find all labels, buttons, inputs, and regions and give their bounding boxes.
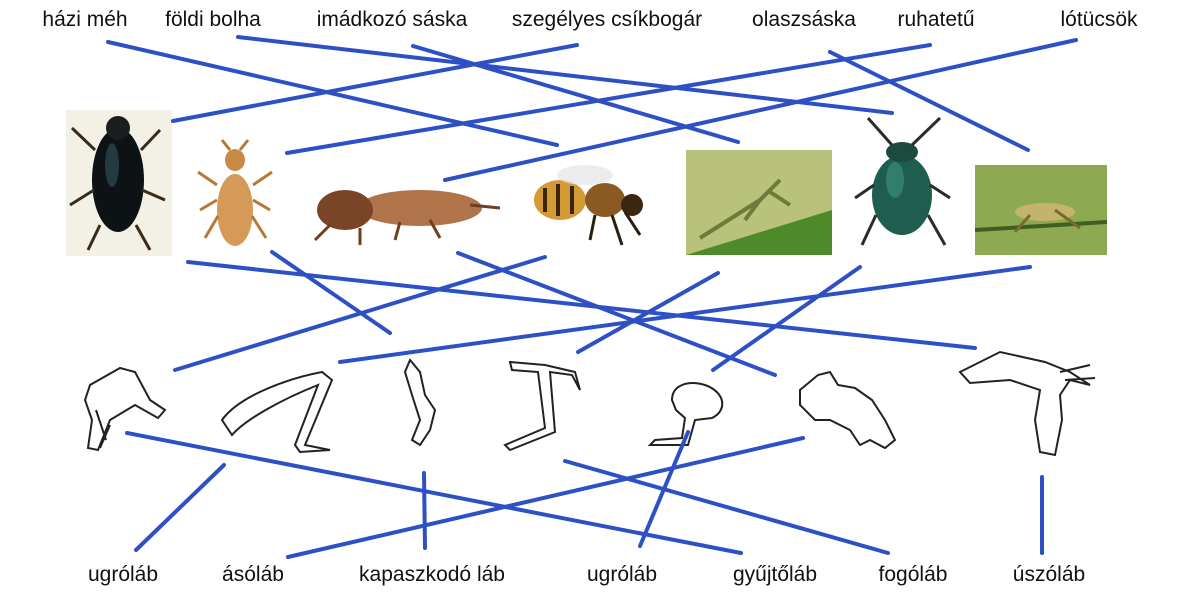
leg-type-7: úszóláb bbox=[1013, 564, 1085, 585]
match-line bbox=[713, 267, 860, 370]
match-line bbox=[830, 52, 1028, 150]
leg-type-3: kapaszkodó láb bbox=[359, 564, 505, 585]
match-line bbox=[127, 433, 741, 553]
match-line bbox=[424, 473, 425, 548]
match-line bbox=[288, 438, 803, 557]
match-line bbox=[640, 432, 688, 546]
match-line bbox=[458, 253, 775, 375]
match-line bbox=[175, 257, 545, 370]
leg-type-1: ugróláb bbox=[88, 564, 158, 585]
leg-type-4: ugróláb bbox=[587, 564, 657, 585]
match-line bbox=[136, 465, 224, 550]
match-line bbox=[108, 42, 557, 145]
leg-type-6: fogóláb bbox=[879, 564, 948, 585]
match-line bbox=[173, 45, 577, 121]
leg-type-5: gyűjtőláb bbox=[733, 564, 817, 585]
match-line bbox=[287, 45, 930, 153]
match-line bbox=[565, 461, 888, 553]
match-line bbox=[340, 267, 1030, 362]
leg-type-2: ásóláb bbox=[222, 564, 284, 585]
